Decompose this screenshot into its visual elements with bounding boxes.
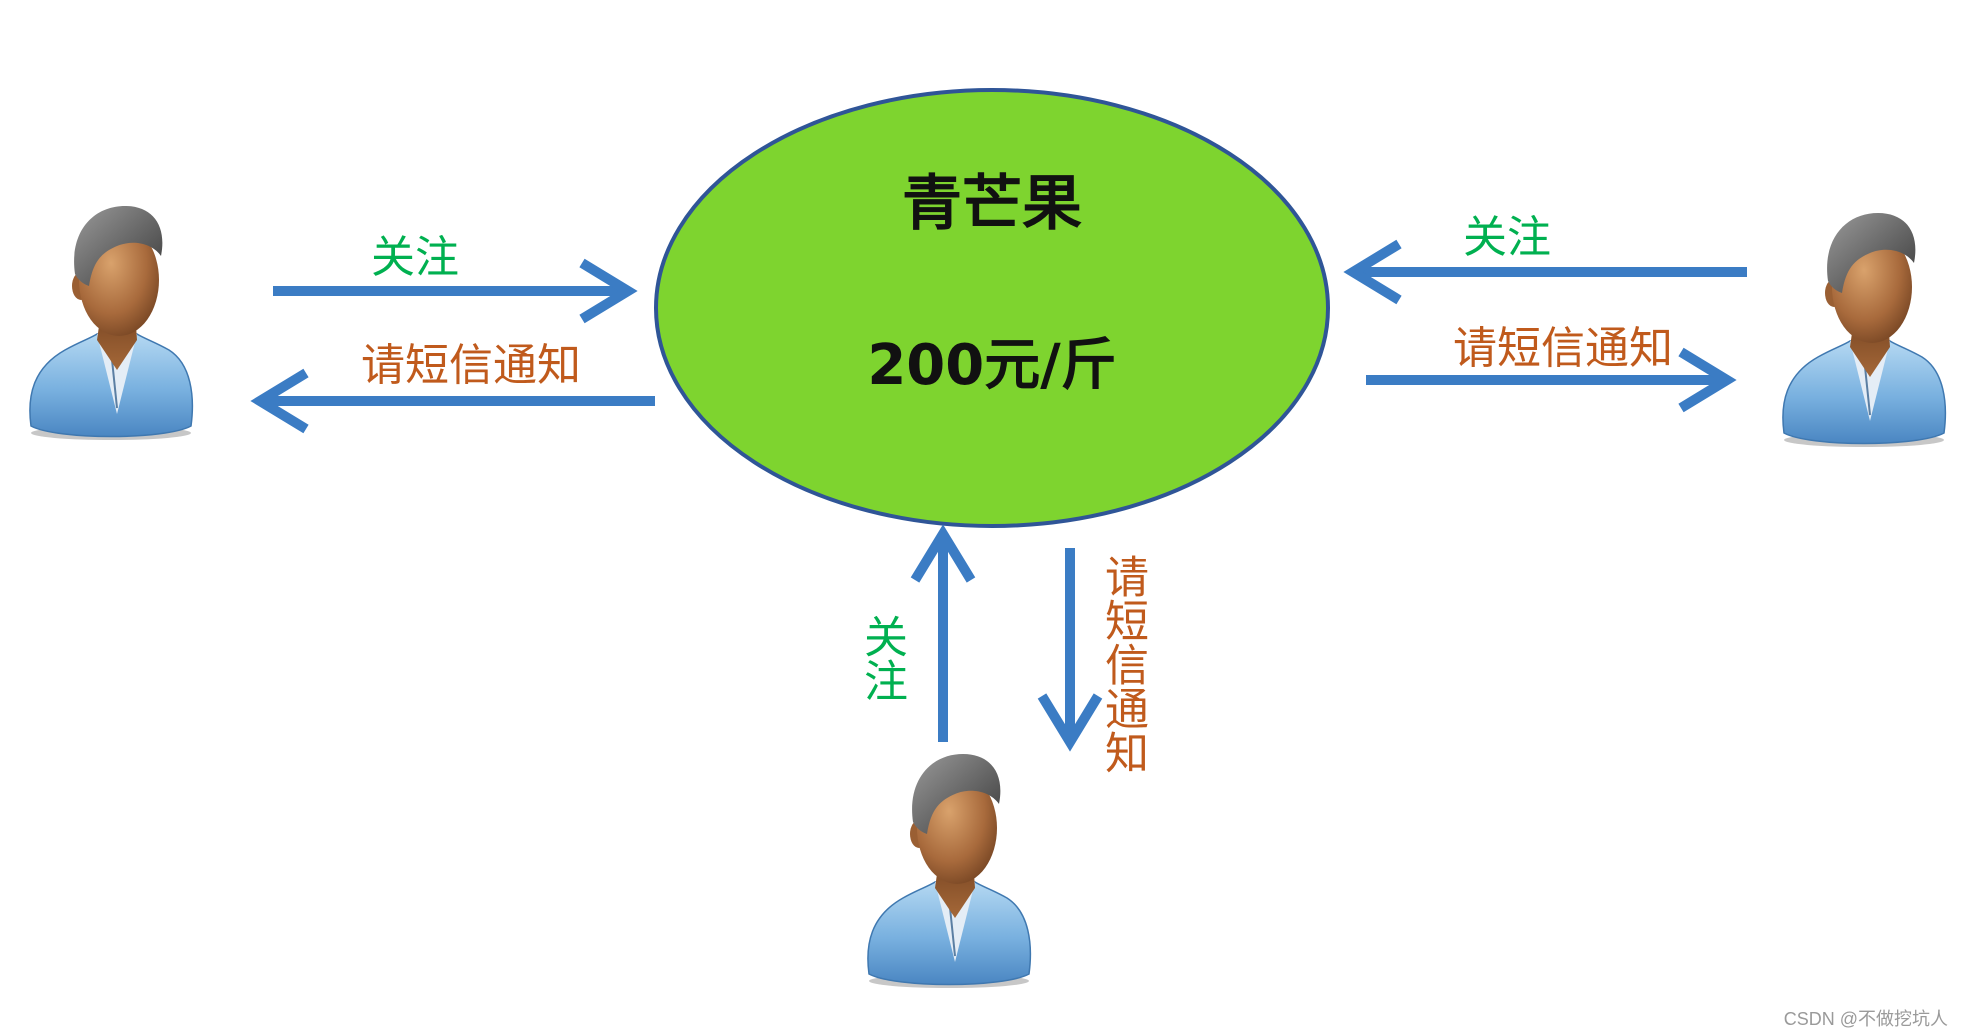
user-avatar-icon xyxy=(868,754,1030,988)
user-avatar-icon xyxy=(30,206,192,440)
watermark: CSDN @不做挖坑人 xyxy=(1784,1010,1948,1028)
node-price: 200元/斤 xyxy=(867,338,1116,394)
notify-arrow-bottom xyxy=(1042,548,1098,742)
subscribe-label-left: 关注 xyxy=(371,236,459,280)
product-node xyxy=(656,90,1328,526)
node-title: 青芒果 xyxy=(902,174,1082,234)
subscribe-label-bottom: 关注 xyxy=(859,614,903,702)
subscribe-label-right: 关注 xyxy=(1463,216,1551,260)
notify-label-left: 请短信通知 xyxy=(361,344,581,388)
subscribe-arrow-bottom xyxy=(915,534,971,742)
notify-label-right: 请短信通知 xyxy=(1453,327,1673,371)
notify-label-bottom: 请短信通知 xyxy=(1100,554,1144,774)
user-avatar-icon xyxy=(1783,213,1945,447)
